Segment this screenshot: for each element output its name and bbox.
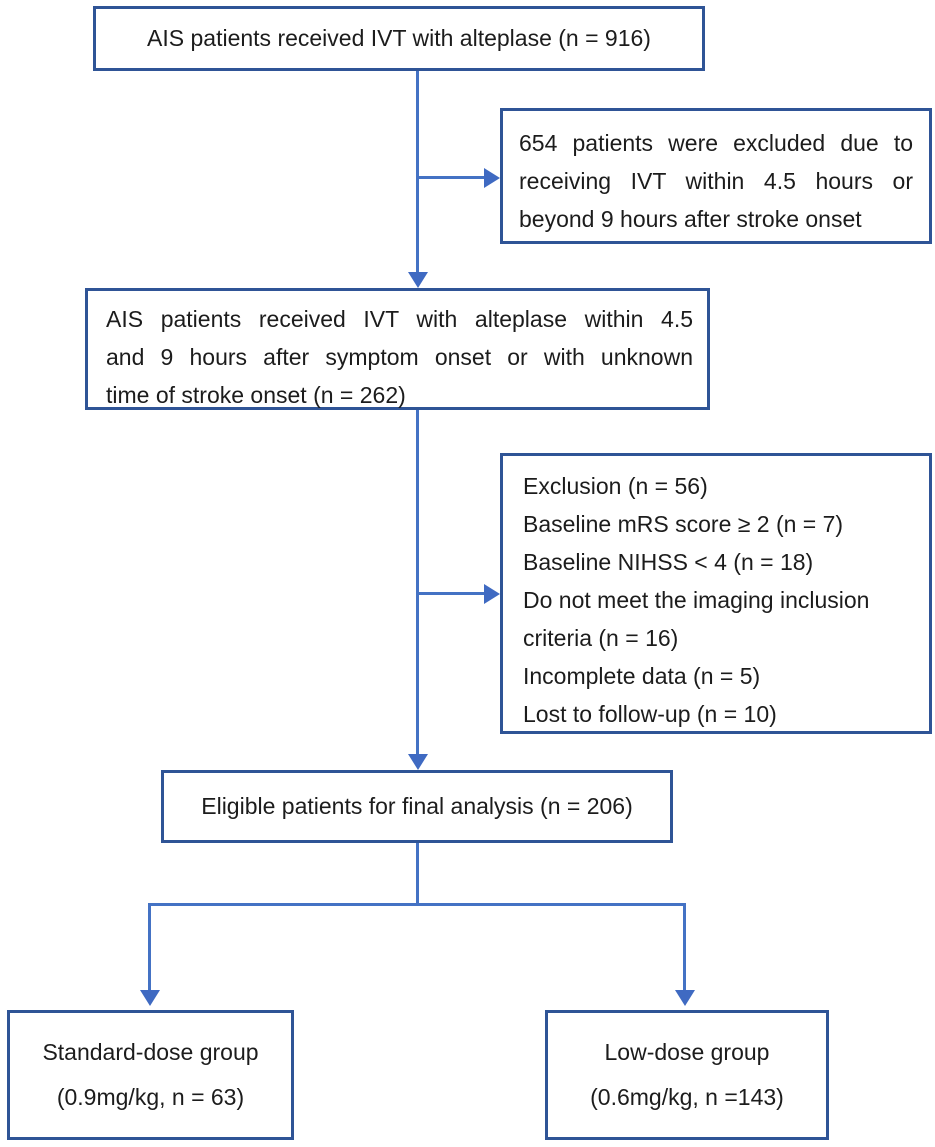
flow-node-low-dose: Low-dose group (0.6mg/kg, n =143) — [545, 1010, 829, 1140]
standard-dose-line: Standard-dose group — [42, 1039, 259, 1065]
exclusion-item: Do not meet the imaging inclusion criter… — [523, 587, 870, 651]
extended-window-line: AIS patients received IVT with alteplase… — [106, 306, 693, 332]
flow-node-eligible: Eligible patients for final analysis (n … — [161, 770, 673, 843]
exclusion-item: Exclusion (n = 56) — [523, 473, 708, 499]
time-excluded-line: beyond 9 hours after stroke onset — [519, 206, 862, 232]
flow-node-eligible-label: Eligible patients for final analysis (n … — [201, 793, 633, 819]
arrowhead-right-icon — [484, 584, 500, 604]
low-dose-line: Low-dose group — [604, 1039, 770, 1065]
time-excluded-line: receiving IVT within 4.5 hours or — [519, 168, 913, 194]
connector-to-low-dose — [683, 903, 686, 992]
connector-eligible-stem — [416, 843, 419, 905]
extended-window-line: time of stroke onset (n = 262) — [106, 382, 406, 408]
connector-branch-time-exclusion — [417, 176, 484, 179]
flow-node-initial-label: AIS patients received IVT with alteplase… — [147, 25, 651, 51]
standard-dose-line: (0.9mg/kg, n = 63) — [56, 1084, 245, 1110]
time-excluded-line: 654 patients were excluded due to — [519, 130, 913, 156]
connector-initial-to-window — [416, 71, 419, 274]
flow-node-initial: AIS patients received IVT with alteplase… — [93, 6, 705, 71]
arrowhead-down-icon — [408, 754, 428, 770]
flow-node-time-excluded: 654 patients were excluded due to receiv… — [500, 108, 932, 244]
connector-split-bar — [148, 903, 686, 906]
arrowhead-down-icon — [675, 990, 695, 1006]
flow-node-standard-dose: Standard-dose group (0.9mg/kg, n = 63) — [7, 1010, 294, 1140]
arrowhead-right-icon — [484, 168, 500, 188]
exclusion-item: Baseline NIHSS < 4 (n = 18) — [523, 549, 814, 575]
exclusion-item: Incomplete data (n = 5) — [523, 663, 761, 689]
exclusion-item: Baseline mRS score ≥ 2 (n = 7) — [523, 511, 844, 537]
connector-branch-exclusion — [417, 592, 484, 595]
arrowhead-down-icon — [140, 990, 160, 1006]
arrowhead-down-icon — [408, 272, 428, 288]
flow-node-exclusion-list: Exclusion (n = 56) Baseline mRS score ≥ … — [500, 453, 932, 734]
connector-to-standard-dose — [148, 903, 151, 992]
connector-window-to-eligible — [416, 410, 419, 755]
exclusion-item: Lost to follow-up (n = 10) — [523, 701, 777, 727]
flow-node-extended-window: AIS patients received IVT with alteplase… — [85, 288, 710, 410]
extended-window-line: and 9 hours after symptom onset or with … — [106, 344, 693, 370]
low-dose-line: (0.6mg/kg, n =143) — [590, 1084, 784, 1110]
